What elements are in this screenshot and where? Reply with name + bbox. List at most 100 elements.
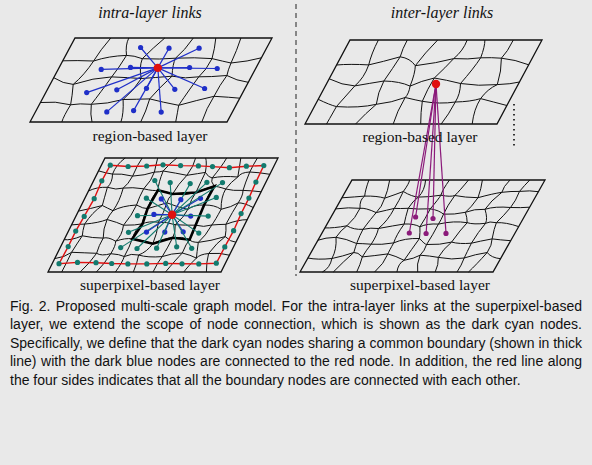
boundary-node [246,196,251,201]
boundary-node [179,261,184,266]
boundary-node [144,163,149,168]
boundary-node [126,164,131,169]
boundary-node [125,261,130,266]
superpixel-node [424,231,429,236]
boundary-node [82,214,87,219]
boundary-node [75,260,80,265]
extended-node [204,180,209,185]
intra-link [158,68,205,89]
layer-outline [305,40,542,124]
neighbor-node [187,65,192,70]
boundary-node [163,261,168,266]
neighbor-node [138,45,143,50]
superpixel-boundaries [308,180,539,272]
neighbor-node [166,46,171,51]
intra-link [170,183,172,215]
intra-link [158,68,161,112]
neighbor-node [128,65,133,70]
extended-node [135,213,140,218]
boundary-node [93,260,98,265]
boundary-node [227,165,232,170]
intra-link [107,68,158,112]
extended-node [188,181,193,186]
intra-link [121,215,172,248]
intra-link [87,68,158,93]
extended-node [144,196,149,201]
neighbor-node [197,46,202,51]
divider-line [296,4,297,276]
boundary-node [261,163,266,168]
intra-link [158,67,217,69]
boundary-node [231,228,236,233]
neighbor-node [178,197,183,202]
section-title: intra-layer links [98,4,202,22]
inter-link [416,84,436,217]
superpixel-boundaries [318,40,529,124]
superpixel-node [443,231,448,236]
inter-link [409,84,436,233]
center-node [168,211,176,219]
region-node [432,80,440,88]
center-node [154,64,162,72]
intra-link [172,215,199,233]
superpixel-node [413,214,418,219]
neighbor-node [172,87,177,92]
boundary-node [73,229,78,234]
ellipsis-dots [513,104,515,146]
extended-node [126,230,131,235]
figure-caption: Fig. 2. Proposed multi-scale graph model… [10,297,582,389]
neighbor-node [99,67,104,72]
inter-link [426,84,436,234]
superpixel-node [430,216,435,221]
layer-label: region-based layer [363,128,478,146]
extended-node [154,246,159,251]
extended-node [152,178,157,183]
layer-outline [30,38,272,122]
boundary-node [239,211,244,216]
superpixel-boundaries [55,158,270,272]
boundary-node [144,261,149,266]
neighbor-node [84,90,89,95]
extended-node [189,246,194,251]
layer-outline [48,158,278,272]
layer-label: region-based layer [93,127,208,145]
neighbor-node [151,212,156,217]
section-title: inter-layer links [391,4,493,22]
boundary-node [99,178,104,183]
boundary-node [56,261,61,266]
intra-link [157,215,173,248]
intra-link [137,215,172,249]
intra-link [172,197,216,214]
layer-label: superpixel-based layer [350,276,490,294]
boundary-node [222,244,227,249]
extended-node [118,245,123,250]
boundary-node [109,261,114,266]
extended-node [168,180,173,185]
boundary-node [178,163,183,168]
neighbor-node [159,110,164,115]
boundary-node [253,180,258,185]
extended-node [174,244,179,249]
intra-link [158,48,199,68]
neighbor-node [202,86,207,91]
intra-link [172,215,208,216]
layer-label: superpixel-based layer [80,276,220,294]
neighbor-node [188,214,193,219]
neighbor-node [159,196,164,201]
boundary-node [92,196,97,201]
thick-boundary [132,186,214,243]
intra-link [134,68,158,111]
boundary-node [210,164,215,169]
neighbor-node [114,87,119,92]
boundary-node [66,244,71,249]
inter-link [436,84,446,233]
intra-link [172,183,222,215]
superpixel-node [407,230,412,235]
neighbor-node [144,230,149,235]
neighbor-node [104,109,109,114]
neighbor-node [215,66,220,71]
superpixel-boundaries [40,38,261,122]
boundary-node [108,163,113,168]
boundary-links [59,165,264,264]
